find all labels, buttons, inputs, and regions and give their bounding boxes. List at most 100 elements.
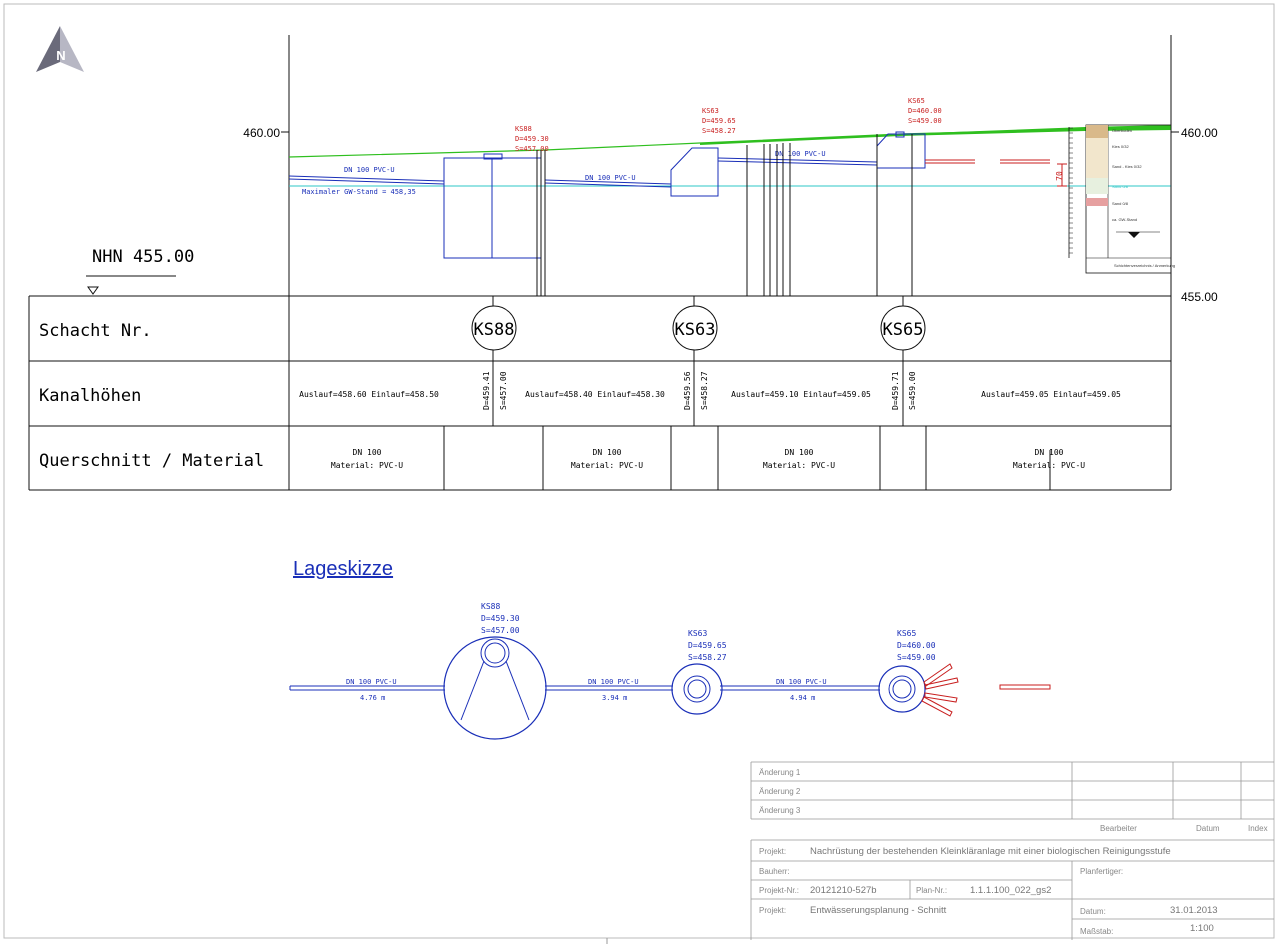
svg-text:S=459.00: S=459.00 (908, 117, 942, 125)
svg-text:DN 100: DN 100 (593, 448, 622, 457)
plan-nr-value: 1.1.1.100_022_gs2 (970, 885, 1051, 896)
revision-1-label: Änderung 1 (759, 768, 801, 777)
terrain-hatch (700, 125, 1171, 145)
svg-text:Material: PVC-U: Material: PVC-U (331, 461, 403, 470)
svg-text:Sand 0/8: Sand 0/8 (1112, 201, 1129, 206)
svg-text:KS88: KS88 (481, 602, 500, 611)
groundwater-label: Maximaler GW-Stand = 458,35 (302, 188, 416, 196)
svg-text:S=457.00: S=457.00 (515, 145, 549, 153)
querschnitt-cell-3: DN 100 Material: PVC-U (763, 448, 835, 470)
header-datum: Datum (1196, 824, 1220, 833)
svg-text:Sand 0/8: Sand 0/8 (1112, 184, 1129, 189)
title-block (750, 761, 1274, 940)
svg-text:KS88: KS88 (515, 125, 532, 133)
plan-label-ks88: KS88 D=459.30 S=457.00 (481, 602, 520, 635)
datum-label: Datum: (1080, 907, 1106, 916)
kanalhoehen-value-3: Auslauf=459.10 Einlauf=459.05 (731, 390, 871, 399)
row-label-schacht: Schacht Nr. (39, 321, 152, 341)
header-index: Index (1248, 824, 1268, 833)
svg-text:KS88: KS88 (474, 320, 515, 340)
pipe-segment-2 (544, 179, 672, 188)
querschnitt-cell-1: DN 100 Material: PVC-U (331, 448, 403, 470)
bauherr-label: Bauherr: (759, 867, 790, 876)
svg-text:KS65: KS65 (908, 97, 925, 105)
profile-table (28, 295, 1172, 491)
projekt-nr-label: Projekt-Nr.: (759, 886, 799, 895)
svg-text:S=459.00: S=459.00 (897, 653, 936, 662)
svg-text:D=459.65: D=459.65 (702, 117, 736, 125)
height-s-ks65: S=459.00 (908, 371, 917, 410)
shaft-label-ks88: KS88 D=459.30 S=457.00 (515, 125, 549, 153)
massstab-value: 1:100 (1190, 923, 1214, 934)
projekt-label: Projekt: (759, 847, 786, 856)
svg-text:D=459.65: D=459.65 (688, 641, 727, 650)
svg-text:S=458.27: S=458.27 (688, 653, 727, 662)
projekt-nr-value: 20121210-527b (810, 885, 877, 896)
svg-text:Material: PVC-U: Material: PVC-U (763, 461, 835, 470)
shaft-ks88-profile (443, 150, 546, 296)
plan-pipe-length-1: 4.76 m (360, 694, 385, 702)
plan-label-ks63: KS63 D=459.65 S=458.27 (688, 629, 727, 662)
shaft-label-ks63: KS63 D=459.65 S=458.27 (702, 107, 736, 135)
reference-triangle-icon (87, 286, 99, 295)
kanalhoehen-value-4: Auslauf=459.05 Einlauf=459.05 (981, 390, 1121, 399)
svg-text:DN 100: DN 100 (353, 448, 382, 457)
svg-text:Schichtenverzeichnis / Anmerku: Schichtenverzeichnis / Anmerkung (1114, 263, 1175, 268)
header-bearbeiter: Bearbeiter (1100, 824, 1137, 833)
pipe-label-1: DN 100 PVC-U (344, 166, 395, 174)
svg-text:Kies 0/32: Kies 0/32 (1112, 144, 1129, 149)
revision-3-label: Änderung 3 (759, 806, 801, 815)
plan-pipe-length-3: 4.94 m (790, 694, 815, 702)
pipe-label-2: DN 100 PVC-U (585, 174, 636, 182)
row-label-kanalhoehen: Kanalhöhen (39, 386, 141, 406)
plan-shaft-ks65 (878, 663, 1051, 717)
pipe-segment-1 (288, 175, 445, 185)
svg-text:Material: PVC-U: Material: PVC-U (571, 461, 643, 470)
planfertiger-label: Planfertiger: (1080, 867, 1123, 876)
svg-text:D=459.30: D=459.30 (481, 614, 520, 623)
datum-value: 31.01.2013 (1170, 905, 1218, 916)
shaft-circle-ks88: KS88 (471, 305, 517, 351)
pipe-segment-3 (717, 157, 878, 166)
svg-text:ca. GW-Stand: ca. GW-Stand (1112, 217, 1137, 222)
plan-pipe-label-3: DN 100 PVC-U (776, 678, 827, 686)
height-d-ks65: D=459.71 (891, 371, 900, 410)
kanalhoehen-value-2: Auslauf=458.40 Einlauf=458.30 (525, 390, 665, 399)
plan-shaft-ks63 (671, 663, 723, 715)
elevation-460-left: 460.00 (243, 126, 280, 140)
svg-text:D=459.30: D=459.30 (515, 135, 549, 143)
height-s-ks63: S=458.27 (700, 371, 709, 410)
massstab-label: Maßstab: (1080, 927, 1113, 936)
svg-text:KS65: KS65 (883, 320, 924, 340)
shaft-label-ks65: KS65 D=460.00 S=459.00 (908, 97, 942, 125)
plan-pipe-3 (720, 685, 880, 691)
height-d-ks63: D=459.56 (683, 371, 692, 410)
svg-text:DN 100: DN 100 (1035, 448, 1064, 457)
svg-text:DN 100: DN 100 (785, 448, 814, 457)
north-arrow-icon: N (36, 26, 84, 72)
planned-pipe-red (925, 159, 1050, 164)
projekt2-value: Entwässerungsplanung - Schnitt (810, 905, 947, 916)
kanalhoehen-value-1: Auslauf=458.60 Einlauf=458.50 (299, 390, 439, 399)
dimension-70: 70 (1055, 163, 1067, 187)
dimension-70-label: 70 (1055, 171, 1064, 181)
lageskizze-title: Lageskizze (293, 558, 393, 580)
svg-text:KS63: KS63 (688, 629, 707, 638)
svg-text:S=457.00: S=457.00 (481, 626, 520, 635)
row-label-querschnitt: Querschnitt / Material (39, 451, 264, 471)
plan-pipe-label-2: DN 100 PVC-U (588, 678, 639, 686)
plan-pipe-1 (289, 685, 445, 691)
querschnitt-cell-2: DN 100 Material: PVC-U (571, 448, 643, 470)
sheet-frame (3, 3, 1275, 939)
projekt-value: Nachrüstung der bestehenden Kleinkläranl… (810, 846, 1171, 857)
svg-text:Material: PVC-U: Material: PVC-U (1013, 461, 1085, 470)
pipe-label-3: DN 100 PVC-U (775, 150, 826, 158)
svg-text:Sand - Kies 0/32: Sand - Kies 0/32 (1112, 164, 1142, 169)
svg-text:S=458.27: S=458.27 (702, 127, 736, 135)
shaft-ks65-profile (876, 131, 926, 296)
shaft-ks63-profile (670, 143, 791, 296)
shaft-circle-ks65: KS65 (880, 305, 926, 351)
plan-pipe-2 (545, 685, 673, 691)
svg-text:D=460.00: D=460.00 (908, 107, 942, 115)
